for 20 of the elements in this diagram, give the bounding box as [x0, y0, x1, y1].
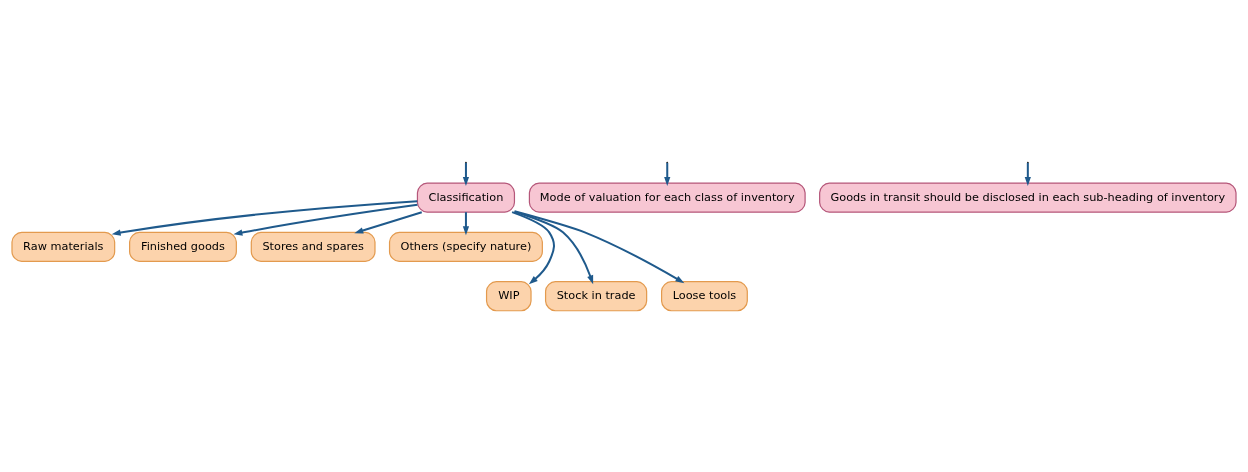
arrow: [664, 162, 671, 186]
node-box: Loose tools: [661, 280, 748, 311]
arrow: [514, 209, 685, 283]
arrow: [233, 203, 418, 236]
arrow: [111, 199, 418, 236]
node-box: WIP: [485, 280, 532, 311]
node-box: Raw materials: [11, 231, 116, 262]
arrow: [462, 211, 470, 235]
node-box: Mode of valuation for each class of inventory: [528, 181, 806, 213]
arrow: [511, 210, 555, 284]
arrow: [462, 162, 470, 186]
node-box: Finished goods: [129, 231, 237, 262]
node-box: Classification: [416, 181, 516, 213]
arrow: [514, 210, 594, 284]
arrow: [354, 210, 423, 234]
node-box: Stock in trade: [544, 280, 648, 311]
node-box: Others (specify nature): [388, 231, 543, 262]
arrow: [1024, 162, 1031, 186]
node-box: Goods in transit should be disclosed in each sub-heading of inventory: [819, 181, 1237, 213]
node-box: Stores and spares: [250, 231, 376, 262]
